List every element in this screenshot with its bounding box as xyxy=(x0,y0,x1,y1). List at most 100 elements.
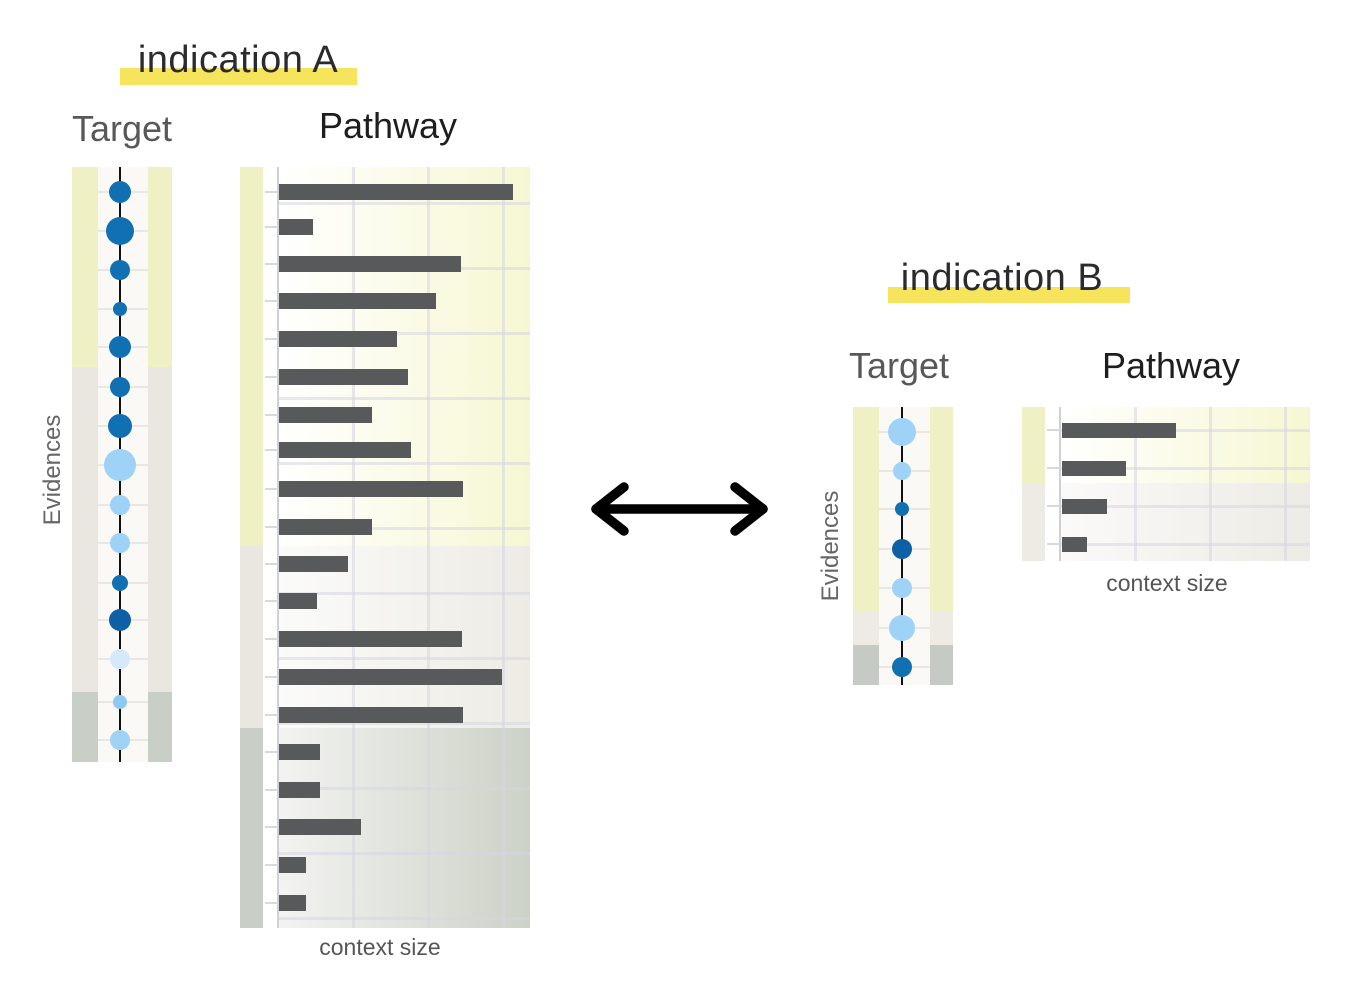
row-tick xyxy=(265,376,278,378)
evidence-dot xyxy=(110,649,130,669)
row-tick xyxy=(265,902,278,904)
row-tick xyxy=(265,826,278,828)
grid-line-horizontal xyxy=(278,787,530,790)
row-tick xyxy=(1047,467,1060,469)
context-size-bar xyxy=(279,369,408,385)
row-tick xyxy=(265,300,278,302)
context-size-bar xyxy=(279,895,306,911)
evidence-dot xyxy=(110,260,130,280)
row-tick xyxy=(265,563,278,565)
row-header-strip xyxy=(240,167,263,546)
grid-line-horizontal xyxy=(278,527,530,530)
row-tick xyxy=(265,226,278,228)
context-size-axis-label-b: context size xyxy=(1106,570,1228,596)
context-size-bar xyxy=(279,857,306,873)
target-dot-plot-b xyxy=(853,407,953,685)
row-tick xyxy=(265,488,278,490)
evidence-dot xyxy=(892,539,912,559)
grid-line-horizontal xyxy=(278,852,530,855)
context-size-bar xyxy=(279,331,397,347)
context-size-bar xyxy=(279,819,361,835)
context-size-bar xyxy=(1062,460,1126,476)
evidence-dot xyxy=(889,615,915,641)
pathway-bar-chart-b xyxy=(1022,407,1310,561)
context-size-bar xyxy=(279,519,372,535)
context-size-bar xyxy=(279,669,502,685)
row-tick xyxy=(265,864,278,866)
evidence-dot xyxy=(108,414,132,438)
row-tick xyxy=(265,449,278,451)
context-size-axis-label-a: context size xyxy=(319,934,441,960)
context-size-bar xyxy=(279,407,372,423)
evidence-dot xyxy=(892,578,912,598)
evidences-axis-label-a: Evidences xyxy=(39,414,66,526)
row-tick xyxy=(265,676,278,678)
target-dot-plot-a xyxy=(72,167,172,762)
grid-line-vertical xyxy=(1284,407,1287,561)
row-tick xyxy=(1047,505,1060,507)
evidence-dot xyxy=(110,730,130,750)
grid-line-horizontal xyxy=(1060,543,1310,546)
evidence-dot xyxy=(109,181,131,203)
row-tick xyxy=(265,751,278,753)
value-axis-line xyxy=(277,167,279,928)
grid-line-horizontal xyxy=(1060,467,1310,470)
context-size-bar xyxy=(1062,498,1107,514)
grid-line-vertical xyxy=(427,167,430,928)
pathway-bar-chart-a xyxy=(240,167,530,928)
row-header-strip xyxy=(1022,483,1045,561)
grid-line-horizontal xyxy=(1060,429,1310,432)
context-size-bar xyxy=(279,219,313,235)
grid-line-horizontal xyxy=(278,657,530,660)
context-size-bar xyxy=(279,256,461,272)
grid-line-vertical xyxy=(1209,407,1212,561)
context-size-bar xyxy=(279,593,317,609)
evidence-dot xyxy=(110,533,130,553)
evidence-dot xyxy=(110,495,130,515)
grid-line-vertical xyxy=(502,167,505,928)
context-size-bar xyxy=(279,782,320,798)
context-size-bar xyxy=(279,293,436,309)
context-size-bar xyxy=(279,556,348,572)
evidence-dot xyxy=(893,462,911,480)
context-size-bar xyxy=(1062,422,1176,438)
title-highlight-a xyxy=(120,68,357,85)
title-highlight-b xyxy=(888,287,1130,303)
evidence-dot xyxy=(109,336,131,358)
pathway-label-b: Pathway xyxy=(1101,345,1241,386)
row-tick xyxy=(1047,429,1060,431)
row-tick xyxy=(265,789,278,791)
context-size-bar xyxy=(279,744,320,760)
evidence-dot xyxy=(888,418,916,446)
row-header-strip xyxy=(240,728,263,928)
value-axis-line xyxy=(1059,407,1061,561)
evidence-dot xyxy=(113,695,127,709)
context-size-bar xyxy=(279,481,463,497)
evidence-dot xyxy=(109,609,131,631)
evidence-dot xyxy=(112,575,128,591)
context-size-bar xyxy=(279,707,463,723)
panel-a-title: indication A xyxy=(137,39,339,81)
panel-b-title: indication B xyxy=(900,257,1104,299)
grid-line-horizontal xyxy=(278,462,530,465)
row-tick xyxy=(265,414,278,416)
pathway-label-a: Pathway xyxy=(318,105,458,146)
row-tick xyxy=(1047,543,1060,545)
evidence-dot xyxy=(892,657,912,677)
context-size-bar xyxy=(279,442,411,458)
double-arrow-icon xyxy=(591,482,768,536)
grid-line-vertical xyxy=(1134,407,1137,561)
row-tick xyxy=(265,600,278,602)
row-tick xyxy=(265,638,278,640)
grid-line-horizontal xyxy=(278,722,530,725)
grid-line-horizontal xyxy=(278,592,530,595)
row-tick xyxy=(265,263,278,265)
row-tick xyxy=(265,526,278,528)
target-label-a: Target xyxy=(71,108,173,149)
grid-line-horizontal xyxy=(278,397,530,400)
row-header-strip xyxy=(1022,407,1045,483)
target-label-b: Target xyxy=(848,345,950,386)
evidence-dot xyxy=(113,302,127,316)
context-size-bar xyxy=(279,631,462,647)
